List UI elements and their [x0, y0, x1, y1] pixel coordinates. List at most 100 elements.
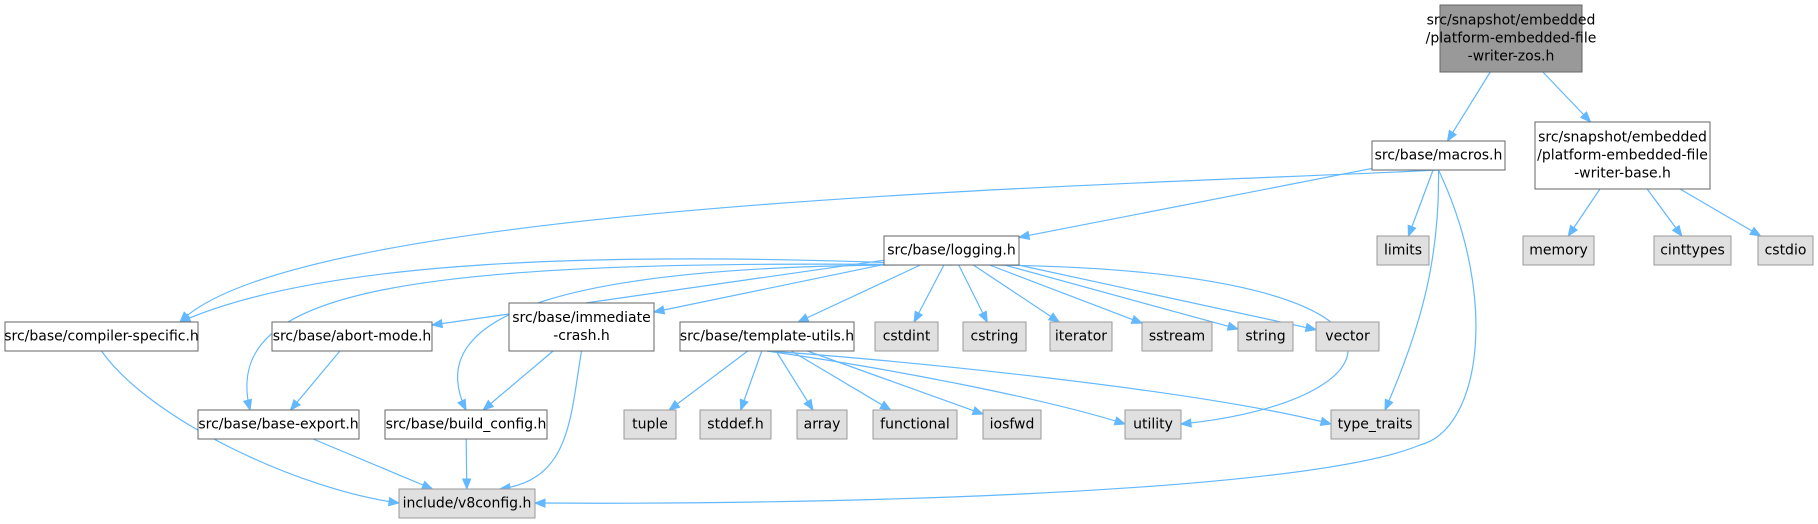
arrowhead [420, 480, 434, 490]
arrowhead [1749, 226, 1762, 237]
edge-template-to-array [775, 350, 814, 412]
node-functional: functional [872, 409, 958, 440]
edge-logging-to-baseexport [242, 263, 952, 412]
node-box [982, 409, 1042, 440]
node-label: cstring [971, 328, 1019, 344]
node-label: src/base/logging.h [887, 242, 1015, 258]
edge-template-to-functional [791, 350, 892, 411]
arrowhead [652, 305, 666, 315]
node-label: src/base/macros.h [1375, 147, 1503, 163]
node-label: string [1245, 328, 1285, 344]
node-cstring: cstring [962, 321, 1027, 352]
node-typetraits: type_traits [1330, 409, 1420, 440]
arrowhead [1047, 312, 1061, 323]
arrowhead [1579, 111, 1592, 123]
node-box [1757, 235, 1814, 266]
arrowhead [971, 406, 985, 415]
node-utility: utility [1124, 409, 1182, 440]
node-macros[interactable]: src/base/macros.h [1371, 140, 1506, 171]
arrowhead [1304, 322, 1318, 333]
node-memory: memory [1522, 235, 1595, 266]
node-box [1534, 121, 1711, 190]
node-box [872, 409, 958, 440]
arrowhead [1130, 314, 1144, 324]
node-label: cstdio [1765, 242, 1807, 258]
node-box [398, 488, 536, 519]
node-logging[interactable]: src/base/logging.h [883, 235, 1020, 266]
node-box [1049, 321, 1113, 352]
edge-logging-to-cstdint [913, 264, 945, 324]
node-label: /platform-embedded-file [1426, 30, 1597, 46]
edge-logging-to-abortmode [430, 259, 885, 329]
node-label: src/base/immediate [512, 310, 650, 326]
node-box [1376, 235, 1430, 266]
node-label: cstdint [883, 328, 931, 344]
arrowhead [668, 399, 681, 411]
node-writerbase[interactable]: src/snapshot/embedded/platform-embedded-… [1534, 121, 1711, 190]
node-limits: limits [1376, 235, 1430, 266]
edge-writerbase-to-cinttypes [1646, 188, 1683, 238]
arrowhead [978, 310, 988, 324]
node-box [271, 321, 433, 352]
node-immediate[interactable]: src/base/immediate-crash.h [508, 302, 655, 352]
node-label: -writer-zos.h [1468, 48, 1555, 64]
node-label: /platform-embedded-file [1537, 147, 1708, 163]
node-label: vector [1325, 328, 1370, 344]
arrowhead [1179, 418, 1192, 428]
node-box [384, 409, 548, 440]
node-label: src/base/template-utils.h [680, 328, 854, 344]
edge-macros-to-typetraits [1384, 169, 1440, 412]
arrowhead [879, 400, 892, 411]
node-array: array [796, 409, 848, 440]
edge-logging-to-iterator [973, 264, 1061, 323]
arrowhead [1319, 416, 1333, 426]
arrowhead [430, 318, 444, 329]
edge-macros-to-logging [1017, 167, 1373, 240]
arrowhead [803, 398, 814, 412]
node-sstream: sstream [1141, 321, 1213, 352]
node-compiler[interactable]: src/base/compiler-specific.h [4, 321, 199, 352]
edge-writerbase-to-memory [1567, 188, 1601, 238]
node-label: src/base/base-export.h [198, 416, 358, 432]
node-label: utility [1133, 416, 1173, 432]
node-cstdint: cstdint [874, 321, 939, 352]
node-box [962, 321, 1027, 352]
arrowhead [461, 478, 472, 491]
edge-buildconfig-to-v8config [461, 438, 472, 491]
edge-abortmode-to-baseexport [289, 350, 341, 412]
node-abortmode[interactable]: src/base/abort-mode.h [271, 321, 433, 352]
node-baseexport[interactable]: src/base/base-export.h [197, 409, 360, 440]
edge-logging-to-immediate [652, 263, 885, 315]
arrowhead [1017, 230, 1031, 240]
node-label: src/base/build_config.h [386, 416, 547, 432]
node-buildconfig[interactable]: src/base/build_config.h [384, 409, 548, 440]
node-box [1439, 4, 1583, 73]
node-label: stddef.h [707, 416, 763, 432]
edge-immediate-to-buildconfig [482, 350, 554, 411]
edge-logging-to-vector [1018, 264, 1318, 333]
arrowhead [387, 496, 401, 507]
edge-template-to-iosfwd [807, 350, 985, 415]
node-label: include/v8config.h [403, 495, 532, 511]
arrowhead [1226, 321, 1240, 331]
node-label: tuple [632, 416, 668, 432]
edge-baseexport-to-v8config [312, 438, 434, 490]
node-box [679, 321, 855, 352]
edge-zos-to-writerbase [1542, 71, 1592, 123]
arrowhead [796, 313, 810, 323]
node-stddef: stddef.h [699, 409, 772, 440]
node-label: iterator [1055, 328, 1107, 344]
node-box [796, 409, 848, 440]
edge-zos-to-macros [1446, 71, 1491, 143]
node-template[interactable]: src/base/template-utils.h [679, 321, 855, 352]
edge-template-to-typetraits [766, 350, 1333, 426]
node-label: memory [1529, 242, 1588, 258]
nodes-layer: src/snapshot/embedded/platform-embedded-… [4, 4, 1814, 519]
node-vector: vector [1315, 321, 1380, 352]
node-string: string [1237, 321, 1294, 352]
edge-logging-to-sstream [989, 264, 1144, 324]
arrowhead [289, 398, 301, 412]
edge-writerbase-to-cstdio [1679, 188, 1762, 237]
node-cstdio: cstdio [1757, 235, 1814, 266]
